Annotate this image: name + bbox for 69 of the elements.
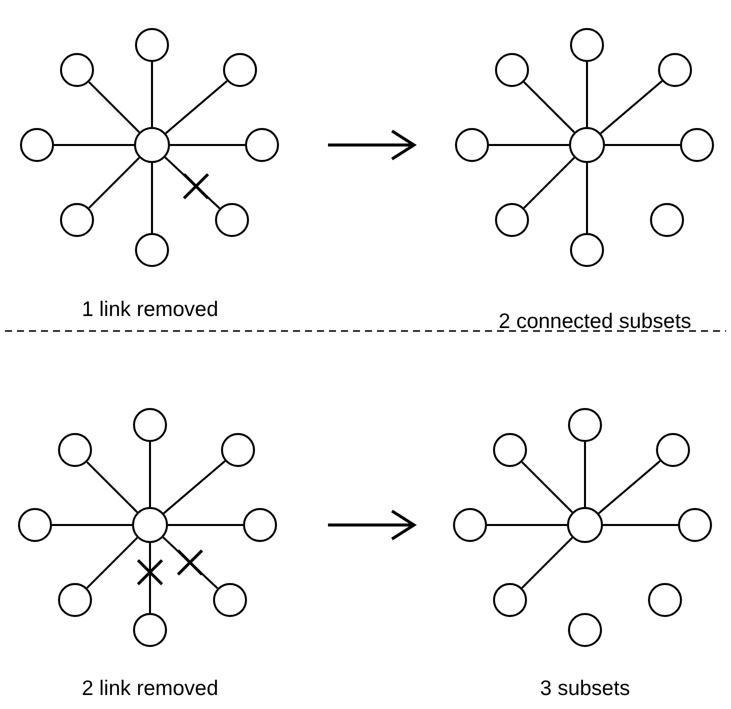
link-line bbox=[52, 524, 132, 526]
link-line bbox=[523, 157, 575, 209]
link-line bbox=[603, 524, 678, 526]
link-line bbox=[521, 537, 573, 589]
node-circle bbox=[134, 127, 170, 163]
link-line bbox=[88, 81, 140, 133]
link-line bbox=[151, 163, 153, 233]
node-circle bbox=[213, 583, 247, 617]
node-circle bbox=[135, 28, 169, 62]
node-circle bbox=[570, 233, 604, 267]
node-circle bbox=[132, 507, 168, 543]
node-circle bbox=[455, 128, 489, 162]
link-line bbox=[523, 81, 575, 133]
link-line bbox=[170, 144, 245, 146]
node-circle bbox=[495, 53, 529, 87]
node-circle bbox=[243, 508, 277, 542]
node-circle bbox=[495, 203, 529, 237]
link-line bbox=[88, 157, 140, 209]
link-line bbox=[151, 62, 153, 127]
node-circle bbox=[567, 507, 603, 543]
node-circle bbox=[650, 203, 684, 237]
link-line bbox=[149, 543, 151, 613]
node-circle bbox=[493, 583, 527, 617]
link-line bbox=[487, 524, 567, 526]
node-circle bbox=[648, 583, 682, 617]
node-circle bbox=[570, 28, 604, 62]
link-line bbox=[521, 461, 573, 513]
node-circle bbox=[493, 433, 527, 467]
node-circle bbox=[60, 53, 94, 87]
node-circle bbox=[453, 508, 487, 542]
node-circle bbox=[133, 408, 167, 442]
node-circle bbox=[569, 127, 605, 163]
node-circle bbox=[215, 203, 249, 237]
node-circle bbox=[568, 408, 602, 442]
link-line bbox=[165, 80, 228, 134]
link-line bbox=[86, 537, 138, 589]
link-line bbox=[168, 524, 243, 526]
link-line bbox=[584, 442, 586, 507]
node-circle bbox=[245, 128, 279, 162]
node-circle bbox=[223, 53, 257, 87]
caption-text: 3 subsets bbox=[540, 677, 630, 701]
node-circle bbox=[568, 613, 602, 647]
link-line bbox=[489, 144, 569, 146]
link-line bbox=[598, 460, 661, 514]
caption-text: 2 connected subsets bbox=[498, 310, 692, 334]
link-line bbox=[162, 536, 218, 590]
caption-text: 2 link removed bbox=[82, 677, 218, 701]
node-circle bbox=[680, 128, 714, 162]
link-line bbox=[149, 442, 151, 507]
node-circle bbox=[58, 583, 92, 617]
node-circle bbox=[135, 233, 169, 267]
node-circle bbox=[656, 433, 690, 467]
link-line bbox=[586, 62, 588, 127]
node-circle bbox=[18, 508, 52, 542]
node-circle bbox=[60, 203, 94, 237]
caption-text: 1 link removed bbox=[82, 298, 218, 322]
node-circle bbox=[133, 613, 167, 647]
link-line bbox=[586, 163, 588, 233]
link-line bbox=[605, 144, 680, 146]
link-line bbox=[163, 460, 226, 514]
link-line bbox=[86, 461, 138, 513]
node-circle bbox=[20, 128, 54, 162]
node-circle bbox=[58, 433, 92, 467]
node-circle bbox=[658, 53, 692, 87]
link-line bbox=[600, 80, 663, 134]
link-line bbox=[54, 144, 134, 146]
node-circle bbox=[221, 433, 255, 467]
link-line bbox=[164, 156, 220, 210]
node-circle bbox=[678, 508, 712, 542]
